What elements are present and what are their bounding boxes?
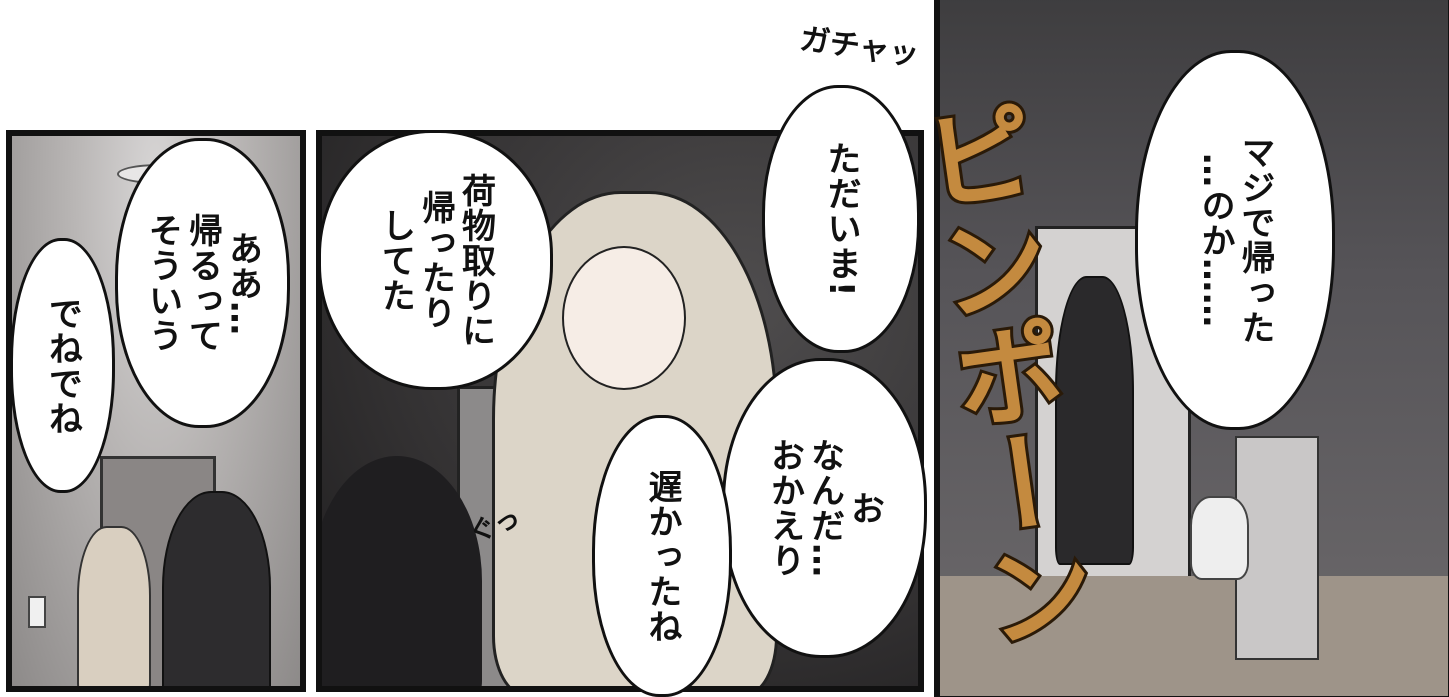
bubble-line: おかえり xyxy=(764,438,805,578)
bubble-line: そういう xyxy=(142,213,183,353)
bubble-line: ただいま! xyxy=(821,140,861,298)
girl-face xyxy=(562,246,686,390)
bubble-line: 荷物取りに xyxy=(455,172,496,348)
bubble-line: 遅かったね xyxy=(642,468,682,644)
bubble-line: してた xyxy=(375,207,416,313)
girl-figure xyxy=(77,526,151,686)
kitchen-counter xyxy=(1235,436,1319,660)
speech-bubble-middle-3: お なんだ… おかえり xyxy=(722,358,927,658)
speech-bubble-middle-1: 荷物取りに 帰ったり してた xyxy=(318,130,553,390)
bubble-line: お xyxy=(844,490,885,526)
sfx-door: ガチャッ xyxy=(797,21,922,74)
bubble-line: マジで帰った xyxy=(1235,135,1275,345)
plastic-bag xyxy=(1190,496,1249,580)
boy-back-figure xyxy=(1055,276,1134,565)
boy-head-foreground xyxy=(322,456,482,686)
bubble-line: …のか…… xyxy=(1195,152,1235,328)
bubble-line: 帰ったり xyxy=(415,190,456,330)
wall-switch xyxy=(28,596,46,628)
boy-figure xyxy=(162,491,271,686)
speech-bubble-middle-4: 遅かったね xyxy=(592,415,732,697)
bubble-line: ああ… xyxy=(222,230,263,336)
speech-bubble-left-1: ああ… 帰るって そういう xyxy=(115,138,290,428)
bubble-line: でねでね xyxy=(42,295,83,436)
bubble-line: 帰るって xyxy=(182,213,223,353)
floor xyxy=(940,576,1448,696)
speech-bubble-left-2: でねでね xyxy=(10,238,115,493)
speech-bubble-right-1: マジで帰った …のか…… xyxy=(1135,50,1335,430)
speech-bubble-middle-2: ただいま! xyxy=(762,85,920,353)
bubble-line: なんだ… xyxy=(804,438,845,578)
